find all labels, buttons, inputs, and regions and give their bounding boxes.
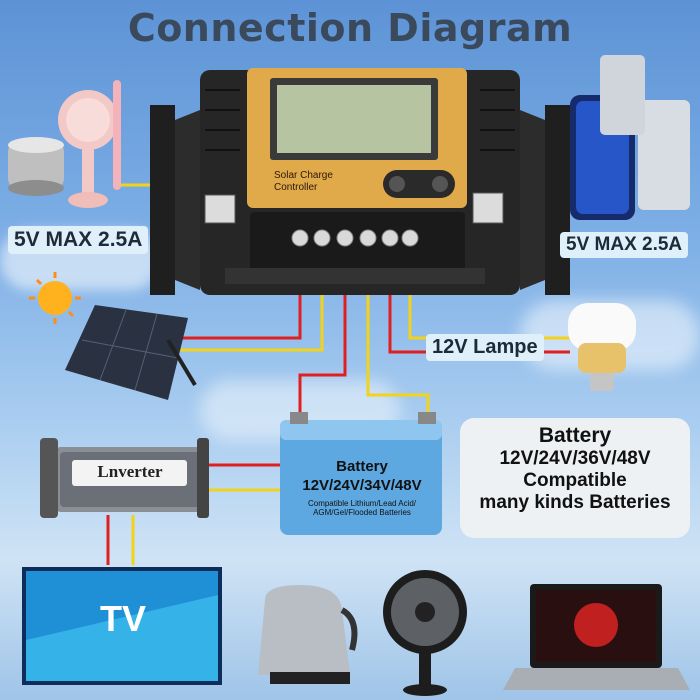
lamp-label: 12V Lampe [426, 334, 544, 361]
controller-label-line1: Solar Charge [274, 170, 333, 181]
usb-left-label: 5V MAX 2.5A [8, 226, 149, 254]
tv-label: TV [100, 598, 147, 639]
battery-unit-title: Battery [336, 458, 388, 475]
battery-info-line4: many kinds Batteries [479, 491, 671, 513]
usb-fan-icon [58, 80, 121, 208]
battery-info-text: Battery 12V/24V/36V/48V Compatible many … [460, 424, 690, 514]
kettle-icon [258, 585, 358, 684]
wire-battery-yellow [366, 278, 430, 420]
laptop-icon [503, 584, 690, 690]
sun-icon [29, 272, 81, 324]
lcd-screen [277, 85, 431, 153]
solar-panel-icon [65, 305, 197, 400]
diagram-title: Connection Diagram [127, 6, 573, 50]
power-bank-icon [600, 55, 690, 210]
battery-info-line2: 12V/24V/36V/48V [499, 448, 651, 470]
wire-battery-red [298, 278, 347, 420]
battery-info-line1: Battery [538, 424, 612, 447]
speaker-icon [8, 137, 64, 196]
battery-unit-text: Battery 12V/24V/34V/48V Compatible Lithi… [284, 458, 440, 517]
wire-solar-yellow [180, 278, 324, 352]
battery-unit-compat: Compatible Lithium/Lead Acid/ [307, 498, 417, 508]
inverter-brand: Lnverter [97, 462, 163, 481]
controller-label-line2: Controller [274, 182, 318, 193]
controller-label: Solar Charge Controller [274, 170, 384, 194]
battery-unit-voltages: 12V/24V/34V/48V [302, 477, 422, 495]
inverter-icon [40, 438, 209, 518]
wire-solar-red [180, 278, 302, 340]
battery-unit [280, 412, 442, 535]
tv-icon [22, 567, 222, 685]
battery-unit-compat2: AGM/Gel/Flooded Batteries [313, 507, 411, 517]
battery-info-panel [460, 418, 690, 538]
solar-charge-controller [150, 68, 570, 295]
usb-right-label: 5V MAX 2.5A [560, 232, 689, 258]
fan-icon [383, 570, 467, 696]
led-bulb-icon [568, 303, 636, 391]
battery-info-line3: Compatible [523, 469, 627, 491]
